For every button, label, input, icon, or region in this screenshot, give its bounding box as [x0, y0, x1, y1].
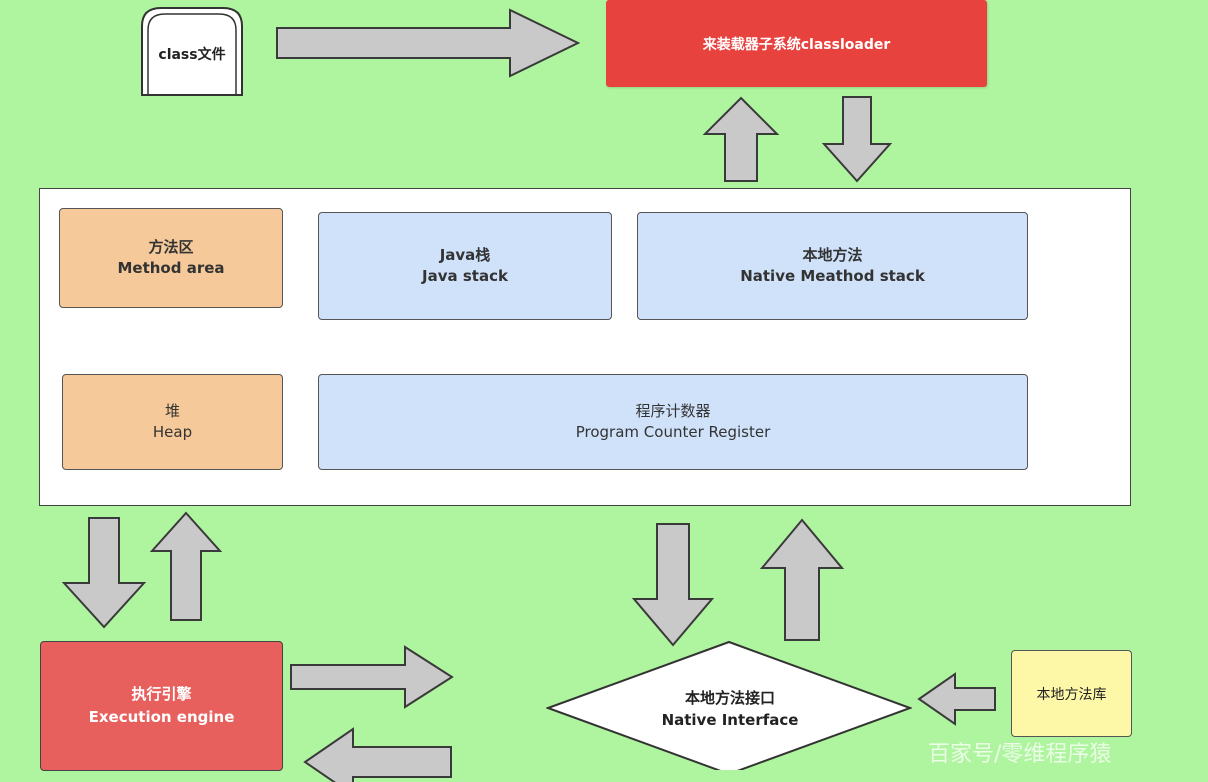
native-interface-label: 本地方法接口 Native Interface [610, 687, 850, 731]
class-file-label: class文件 [158, 47, 226, 63]
java-stack-label-cn: Java栈 [439, 246, 491, 264]
class-file-document [141, 7, 243, 96]
heap-label-en: Heap [152, 423, 193, 441]
java-stack-label-en: Java stack [422, 267, 508, 285]
method-area-label-cn: 方法区 [148, 238, 194, 256]
watermark: 百家号/零维程序猿 [928, 742, 1112, 767]
execution-engine-label-en: Execution engine [88, 708, 235, 726]
arrow-up-to-loader [702, 96, 780, 182]
classloader-label: 来装载器子系统classloader [702, 36, 891, 53]
arrow-library-to-native-interface [917, 672, 996, 726]
arrow-down-from-loader [821, 96, 893, 183]
native-method-stack-box: 本地方法 Native Meathod stack [637, 212, 1028, 320]
classloader-subsystem: 来装载器子系统classloader [606, 0, 987, 87]
heap-box: 堆 Heap [62, 374, 283, 470]
arrow-engine-to-native-interface [290, 645, 454, 709]
java-stack-box: Java栈 Java stack [318, 212, 612, 320]
program-counter-register-box: 程序计数器 Program Counter Register [318, 374, 1028, 470]
native-method-stack-label-en: Native Meathod stack [740, 267, 925, 285]
arrow-up-from-native-interface [759, 518, 845, 641]
native-interface-label-cn: 本地方法接口 [684, 689, 775, 707]
execution-engine: 执行引擎 Execution engine [40, 641, 283, 771]
method-area-box: 方法区 Method area [59, 208, 283, 308]
native-method-library: 本地方法库 [1011, 650, 1132, 737]
heap-label-cn: 堆 [164, 402, 180, 420]
native-method-library-label: 本地方法库 [1036, 686, 1107, 703]
arrow-native-interface-to-engine [303, 727, 452, 782]
native-interface-diamond [546, 640, 912, 770]
arrow-down-to-native-interface [631, 523, 715, 647]
arrow-up-from-engine [149, 511, 223, 621]
native-interface-label-en: Native Interface [661, 711, 799, 729]
native-method-stack-label-cn: 本地方法 [802, 246, 863, 264]
arrow-down-to-engine [61, 517, 147, 629]
pc-register-label-cn: 程序计数器 [635, 402, 711, 420]
pc-register-label-en: Program Counter Register [575, 423, 771, 441]
arrow-class-to-loader [276, 8, 581, 78]
method-area-label-en: Method area [117, 259, 225, 277]
execution-engine-label-cn: 执行引擎 [131, 685, 192, 703]
